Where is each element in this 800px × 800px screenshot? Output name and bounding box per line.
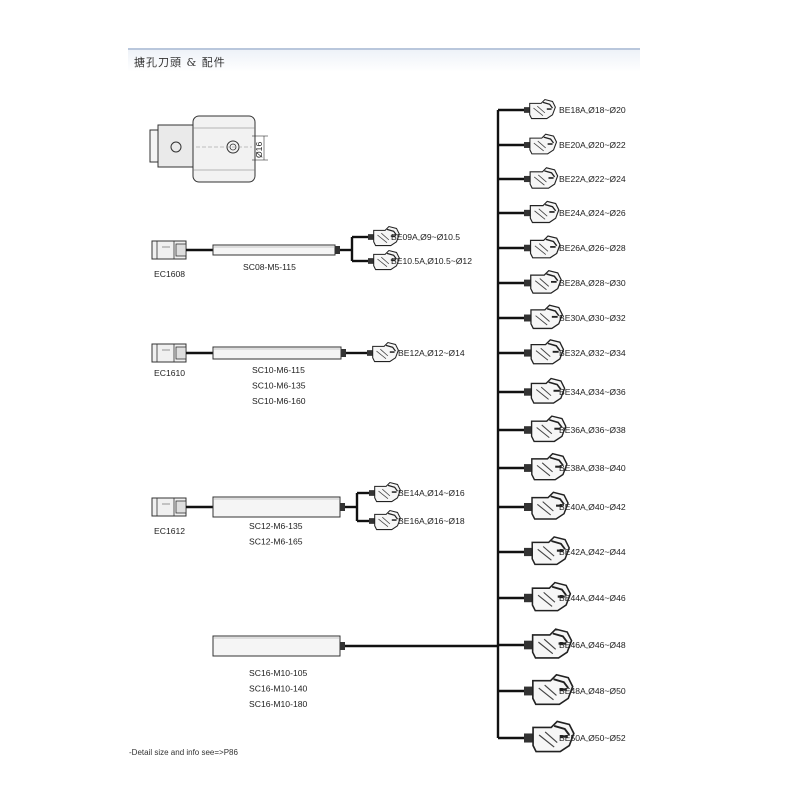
head-row: BE18A,Ø18~Ø20 xyxy=(498,98,626,120)
boring-head-label: BE40A,Ø40~Ø42 xyxy=(559,502,626,512)
boring-head-label: BE36A,Ø36~Ø38 xyxy=(559,425,626,435)
boring-head-icon xyxy=(524,98,556,120)
shank-bar xyxy=(212,346,346,360)
boring-head-icon xyxy=(369,509,401,531)
boring-head-label: BE16A,Ø16~Ø18 xyxy=(398,516,465,526)
boring-head-icon xyxy=(524,167,559,189)
boring-head-icon xyxy=(524,720,575,753)
head-row: BE22A,Ø22~Ø24 xyxy=(498,167,626,189)
head-row: BE50A,Ø50~Ø52 xyxy=(498,720,626,753)
boring-head-label: BE09A,Ø9~Ø10.5 xyxy=(391,232,460,242)
head-row: BE48A,Ø48~Ø50 xyxy=(498,673,626,706)
head-row: BE24A,Ø24~Ø26 xyxy=(498,200,626,224)
groups-layer: EC1608 SC08-M5-115 BE09A,Ø9~Ø10.5BE10.5A,Ø… xyxy=(151,225,472,709)
head-row: BE28A,Ø28~Ø30 xyxy=(498,269,626,294)
boring-head-icon xyxy=(524,673,574,706)
end-holder-label: EC1612 xyxy=(154,526,185,536)
boring-head-icon xyxy=(524,452,568,481)
boring-head-icon xyxy=(524,628,573,659)
footnote: -Detail size and info see=>P86 xyxy=(129,748,238,757)
boring-head-label: BE46A,Ø46~Ø48 xyxy=(559,640,626,650)
head-row: BE40A,Ø40~Ø42 xyxy=(498,491,626,520)
head-row: BE30A,Ø30~Ø32 xyxy=(498,304,626,330)
boring-head-label: BE12A,Ø12~Ø14 xyxy=(398,348,465,358)
boring-head-label: BE26A,Ø26~Ø28 xyxy=(559,243,626,253)
shank-label: SC10-M6-115 xyxy=(252,365,305,375)
boring-head-icon xyxy=(524,491,569,520)
boring-head-icon xyxy=(524,133,558,155)
boring-head-label: BE28A,Ø28~Ø30 xyxy=(559,278,626,288)
boring-head-label: BE42A,Ø42~Ø44 xyxy=(559,547,626,557)
boring-head-label: BE32A,Ø32~Ø34 xyxy=(559,348,626,358)
adapter-drawing: Ø16 xyxy=(149,115,268,183)
shank-label: SC10-M6-160 xyxy=(252,396,306,406)
shank-label: SC12-M6-135 xyxy=(249,521,303,531)
end-holder xyxy=(151,497,187,517)
shank-bar xyxy=(212,635,345,657)
boring-head-icon xyxy=(524,581,572,612)
boring-head-label: BE18A,Ø18~Ø20 xyxy=(559,105,626,115)
shank-label: SC16-M10-180 xyxy=(249,699,307,709)
boring-head-label: BE48A,Ø48~Ø50 xyxy=(559,686,626,696)
boring-head-icon xyxy=(524,200,560,224)
head-row: BE44A,Ø44~Ø46 xyxy=(498,581,626,612)
boring-head-label: BE24A,Ø24~Ø26 xyxy=(559,208,626,218)
boring-head-label: BE38A,Ø38~Ø40 xyxy=(559,463,626,473)
head-row: BE32A,Ø32~Ø34 xyxy=(498,339,626,365)
shank-bar xyxy=(212,496,345,518)
shank-label: SC16-M10-140 xyxy=(249,684,307,694)
boring-head-label: BE14A,Ø14~Ø16 xyxy=(398,488,465,498)
boring-head-icon xyxy=(524,235,561,259)
boring-head-label: BE10.5A,Ø10.5~Ø12 xyxy=(391,256,472,266)
shank-bar xyxy=(212,244,340,256)
shank-label: SC10-M6-135 xyxy=(252,381,306,391)
boring-head-label: BE20A,Ø20~Ø22 xyxy=(559,140,626,150)
boring-head-icon xyxy=(524,415,567,443)
boring-head-label: BE50A,Ø50~Ø52 xyxy=(559,733,626,743)
boring-head-icon xyxy=(524,339,565,365)
boring-head-icon xyxy=(524,377,566,404)
right-heads-layer: BE18A,Ø18~Ø20BE20A,Ø20~Ø22BE22A,Ø22~Ø24B… xyxy=(345,98,626,753)
section-title: 搪孔刀頭 & 配件 xyxy=(134,56,226,69)
head-row: BE42A,Ø42~Ø44 xyxy=(498,536,626,566)
head-row: BE20A,Ø20~Ø22 xyxy=(498,133,626,155)
boring-head-icon xyxy=(524,304,563,330)
shank-label: SC16-M10-105 xyxy=(249,668,307,678)
shank-group: EC1608 SC08-M5-115 BE09A,Ø9~Ø10.5BE10.5A,Ø… xyxy=(151,225,472,279)
adapter-dimension-label: Ø16 xyxy=(254,142,264,158)
end-holder-label: EC1610 xyxy=(154,368,185,378)
boring-head-label: BE34A,Ø34~Ø36 xyxy=(559,387,626,397)
boring-head-icon xyxy=(368,225,400,247)
head-row: BE38A,Ø38~Ø40 xyxy=(498,452,626,481)
shank-label: SC08-M5-115 xyxy=(243,262,296,272)
head-row: BE26A,Ø26~Ø28 xyxy=(498,235,626,259)
boring-head-icon xyxy=(368,249,400,271)
end-holder-label: EC1608 xyxy=(154,269,185,279)
boring-head-icon xyxy=(524,269,562,294)
boring-head-label: BE44A,Ø44~Ø46 xyxy=(559,593,626,603)
end-holder xyxy=(151,343,187,363)
head-row: BE36A,Ø36~Ø38 xyxy=(498,415,626,443)
boring-head-icon xyxy=(524,536,571,566)
boring-head-icon xyxy=(369,481,401,503)
head-row: BE46A,Ø46~Ø48 xyxy=(498,628,626,659)
head-row: BE34A,Ø34~Ø36 xyxy=(498,377,626,404)
boring-head-label: BE30A,Ø30~Ø32 xyxy=(559,313,626,323)
shank-label: SC12-M6-165 xyxy=(249,537,303,547)
header-bar: 搪孔刀頭 & 配件 xyxy=(128,48,640,72)
boring-head-label: BE22A,Ø22~Ø24 xyxy=(559,174,626,184)
end-holder xyxy=(151,240,187,260)
boring-head-icon xyxy=(367,341,399,363)
